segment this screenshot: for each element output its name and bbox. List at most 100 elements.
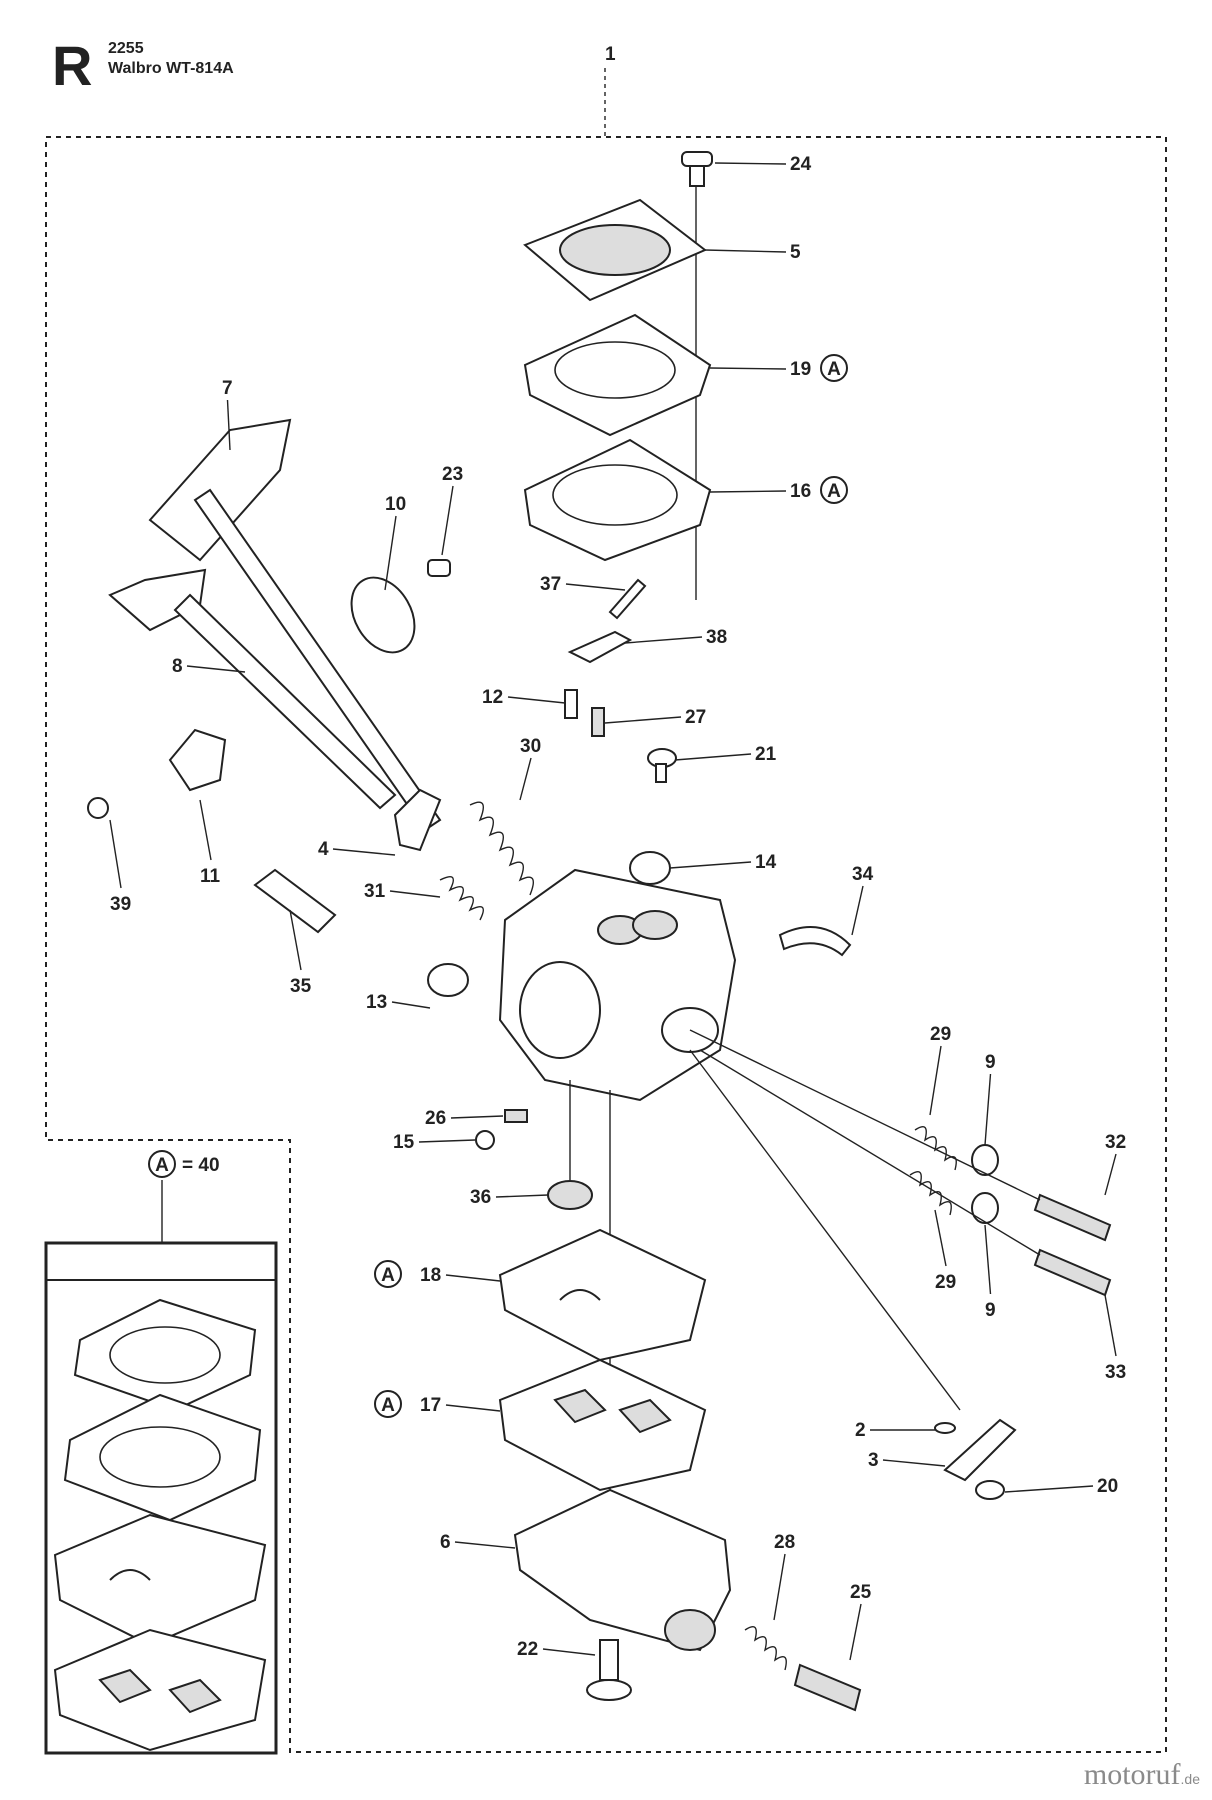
pin-35 [253,868,337,934]
screw-39 [87,797,109,819]
callout-label: 15 [393,1132,415,1153]
callout-38: 38 [624,627,727,648]
spring-31 [439,876,484,921]
callout-15: 15 [393,1132,476,1153]
callout-29b: 29 [934,1209,956,1293]
callout-32: 32 [1104,1132,1126,1196]
pin-37 [608,578,647,620]
fuel-line-34 [778,926,852,957]
spring-27 [591,707,605,737]
callout-label: 6 [440,1532,451,1553]
metering-lever-38 [567,630,633,664]
callout-label: 4 [318,839,329,860]
pump-diaphragm-19 [523,313,712,437]
screw-20 [975,1480,1005,1500]
callout-label: 27 [685,707,706,728]
callout-5: 5 [704,242,801,263]
screw-22 [586,1639,632,1701]
callout-label: 28 [774,1532,795,1553]
callout-2: 2 [855,1420,935,1441]
kit-legend: A = 40 [148,1150,220,1178]
pump-cover-5 [523,198,707,302]
kit-marker-a: A [381,1395,395,1416]
callout-30: 30 [519,736,541,801]
callout-label: 20 [1097,1476,1118,1497]
spring-28 [744,1626,787,1671]
callout-label: 9 [985,1300,996,1321]
assembly-frame [45,136,1167,1753]
kit-legend-eq: = 40 [182,1155,220,1176]
callout-label: 31 [364,881,386,902]
callout-label: 29 [935,1272,956,1293]
callout-7: 7 [222,378,233,451]
carburetor-body [498,868,737,1102]
callout-25: 25 [849,1582,872,1661]
callout-14: 14 [669,852,777,873]
brand-watermark: motoruf.de [1083,1758,1200,1791]
callout-label: 38 [706,627,727,648]
metering-gasket-18 [498,1228,707,1362]
kit-gasket-2 [63,1393,262,1522]
inlet-needle-12 [564,689,578,719]
callout-22: 22 [517,1639,596,1660]
callout-label: 16 [790,481,811,502]
callout-6: 6 [440,1532,516,1553]
callout-label: 34 [852,864,874,885]
callout-label: 26 [425,1108,446,1129]
callout-31: 31 [364,881,441,902]
callout-label: 8 [172,656,183,677]
washer-9-lower [971,1192,999,1224]
kit-gasket-3 [53,1513,267,1647]
callout-label: 30 [520,736,541,757]
washer-2 [934,1422,956,1434]
kit-marker-a: A [827,481,841,502]
callout-11: 11 [199,799,221,887]
callout-21: 21 [674,744,777,765]
callout-label: 17 [420,1395,441,1416]
callout-label: 11 [200,866,221,887]
callout-label: 13 [366,992,387,1013]
kit-marker-a: A [381,1265,395,1286]
callout-10: 10 [384,494,406,591]
adjust-needle-32 [1033,1193,1112,1242]
callout-label: 5 [790,242,801,263]
callout-26: 26 [425,1108,504,1129]
callout-label: 37 [540,574,561,595]
callout-1: 1 [605,44,616,65]
callout-9b: 9 [984,1224,996,1321]
callout-37: 37 [540,574,626,595]
carburetor-name: Walbro WT-814A [108,60,234,77]
callout-label: 25 [850,1582,872,1603]
stop-lever-3 [943,1418,1017,1482]
callout-18: 18A [374,1260,501,1288]
callout-label: 3 [868,1450,879,1471]
callout-12: 12 [482,687,566,708]
callout-8: 8 [172,656,246,677]
callout-label: 12 [482,687,503,708]
kit-marker-a: A [827,359,841,380]
callout-23: 23 [441,464,463,556]
kit-gasket-4 [53,1628,267,1752]
callout-label: 23 [442,464,463,485]
callout-label: 39 [110,894,131,915]
callout-3: 3 [868,1450,946,1471]
pump-gasket-16 [523,438,712,562]
kit-legend-letter: A [155,1155,169,1176]
callout-label: 36 [470,1187,491,1208]
idle-screw-25 [793,1663,862,1712]
screw-23 [427,559,451,577]
adjuster-spring-29-lower [909,1171,952,1216]
callout-24: 24 [714,154,812,175]
model-number: 2255 [108,40,144,57]
section-letter: R [52,34,93,97]
callout-33: 33 [1104,1294,1126,1383]
callout-35: 35 [289,909,312,997]
callout-label: 29 [930,1024,951,1045]
screw-24 [681,151,713,187]
spring-26 [504,1109,528,1123]
screw-21 [647,748,677,783]
callout-17: 17 A [374,1390,501,1418]
callout-9a: 9 [984,1052,996,1146]
kit-gasket-1 [73,1298,257,1412]
